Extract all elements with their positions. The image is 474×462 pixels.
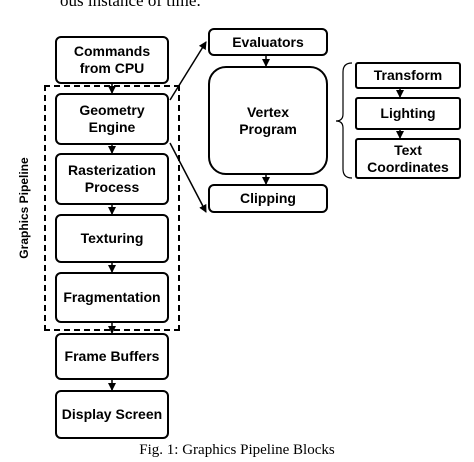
vertex-program-block: Vertex Program	[208, 66, 328, 175]
frame-buffers-block: Frame Buffers	[55, 333, 169, 380]
display-screen-block: Display Screen	[55, 390, 169, 439]
fragmentation-block: Fragmentation	[55, 272, 169, 323]
graphics-pipeline-frame	[44, 85, 180, 331]
transform-block: Transform	[355, 62, 461, 89]
arrow-geometry-to-clipping	[169, 142, 207, 213]
brace-bracket	[335, 62, 353, 179]
arrow-geometry-to-evaluators	[169, 41, 207, 101]
evaluators-block: Evaluators	[208, 28, 328, 56]
graphics-pipeline-label: Graphics Pipeline	[17, 157, 31, 259]
rasterization-process-block: Rasterization Process	[55, 153, 169, 205]
header-text: ous instance of time.	[60, 0, 201, 10]
texturing-block: Texturing	[55, 214, 169, 263]
clipping-block: Clipping	[208, 184, 328, 213]
text-coordinates-block: Text Coordinates	[355, 138, 461, 179]
geometry-engine-block: Geometry Engine	[55, 93, 169, 145]
lighting-block: Lighting	[355, 97, 461, 130]
figure-caption: Fig. 1: Graphics Pipeline Blocks	[139, 442, 335, 458]
commands-from-cpu-block: Commands from CPU	[55, 36, 169, 84]
